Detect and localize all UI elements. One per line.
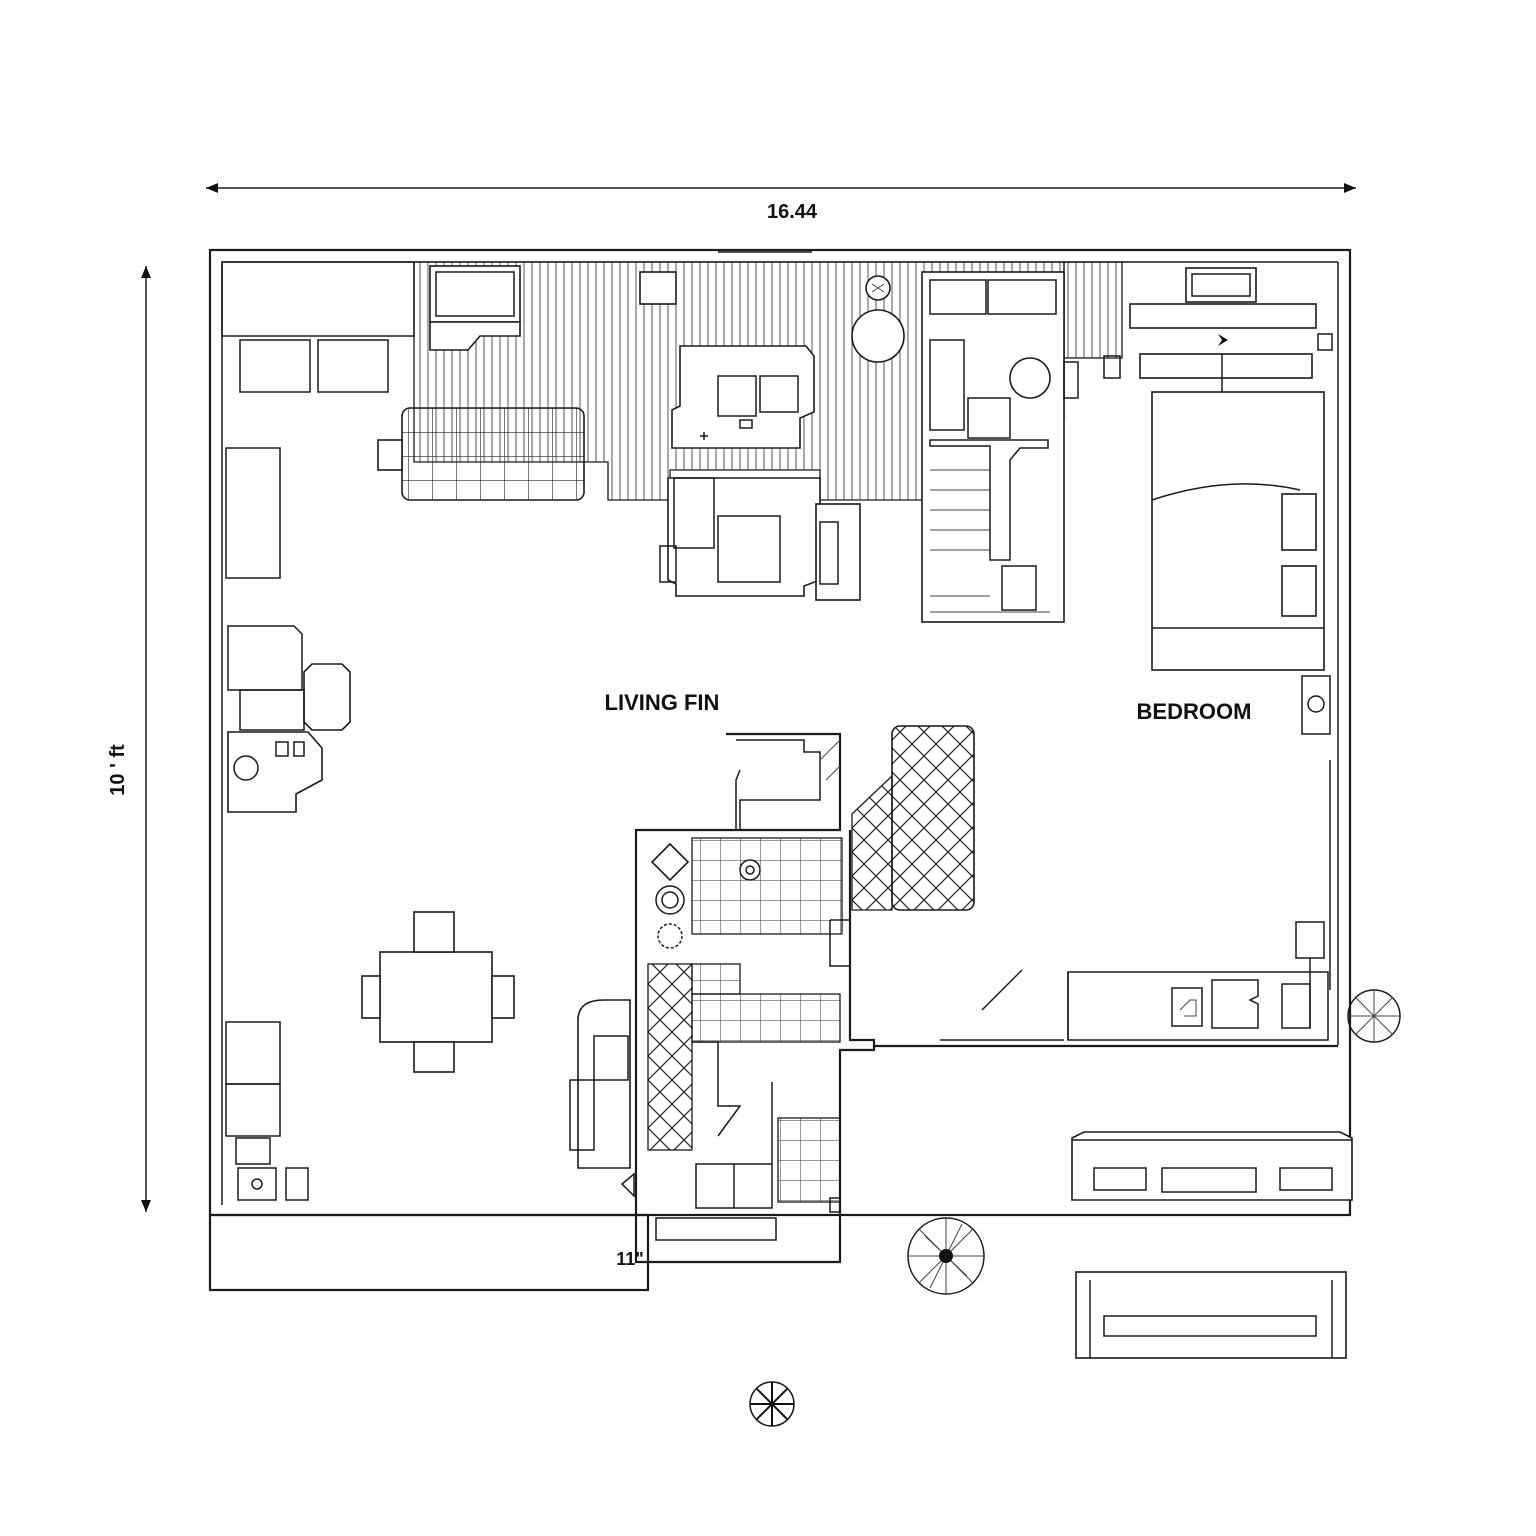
- top-left-cabinet: [221, 261, 415, 393]
- width-dimension-line: [206, 183, 1356, 193]
- width-dimension-label: 16.44: [767, 201, 818, 223]
- shrub-icon: [907, 1217, 985, 1295]
- bed-icon: [1129, 267, 1333, 671]
- top-appliances: [429, 265, 905, 363]
- outdoor-bench-top: [1071, 1131, 1353, 1201]
- compass-rose-icon: [749, 1381, 795, 1427]
- dining-table-icon: [361, 911, 515, 1073]
- exterior-walls: [208, 248, 1352, 1292]
- crosshatch-rug: [851, 725, 975, 911]
- interior-partition: [874, 969, 1338, 1048]
- sofa-icon: [377, 407, 585, 501]
- left-wall-furniture: [225, 447, 351, 1201]
- shrub-icon: [1347, 989, 1401, 1043]
- outdoor-bench-bottom: [1075, 1271, 1347, 1359]
- stairs-treads: [930, 469, 1050, 613]
- armchair-cluster: [659, 345, 861, 601]
- height-dimension-label: 10 ' ft: [107, 744, 129, 796]
- dimension-note-label: 11": [616, 1249, 644, 1269]
- bedroom-cabinet: [1067, 675, 1331, 1041]
- living-room-label: LIVING FIN: [605, 690, 720, 715]
- height-dimension-line: [141, 266, 151, 1212]
- stair-area: [921, 271, 1121, 623]
- bedroom-label: BEDROOM: [1137, 699, 1252, 724]
- kitchen-block: [634, 732, 876, 1264]
- armchair-icon: [569, 999, 635, 1198]
